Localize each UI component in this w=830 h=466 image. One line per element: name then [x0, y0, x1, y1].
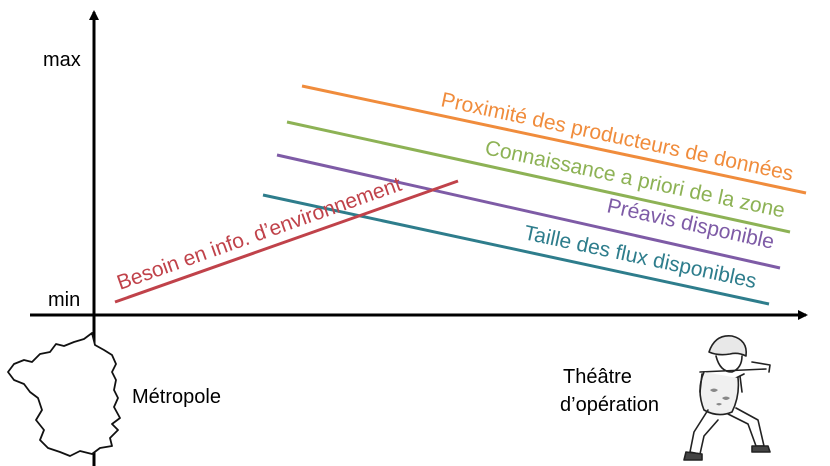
line-besoin — [114, 179, 459, 304]
y-min-label: min — [48, 289, 80, 311]
line-connaissance — [286, 120, 791, 234]
line-preavis — [276, 153, 781, 270]
label-theatre-line1: Théâtre — [563, 366, 632, 388]
line-proximite — [301, 84, 807, 195]
label-besoin: Besoin en info. d’environnement — [114, 173, 405, 295]
y-max-label: max — [43, 49, 81, 71]
label-theatre-line2: d’opération — [560, 394, 659, 416]
soldier-icon — [683, 335, 771, 461]
france-map-icon — [7, 332, 121, 457]
label-metropole: Métropole — [132, 386, 221, 408]
line-taille — [262, 193, 770, 306]
